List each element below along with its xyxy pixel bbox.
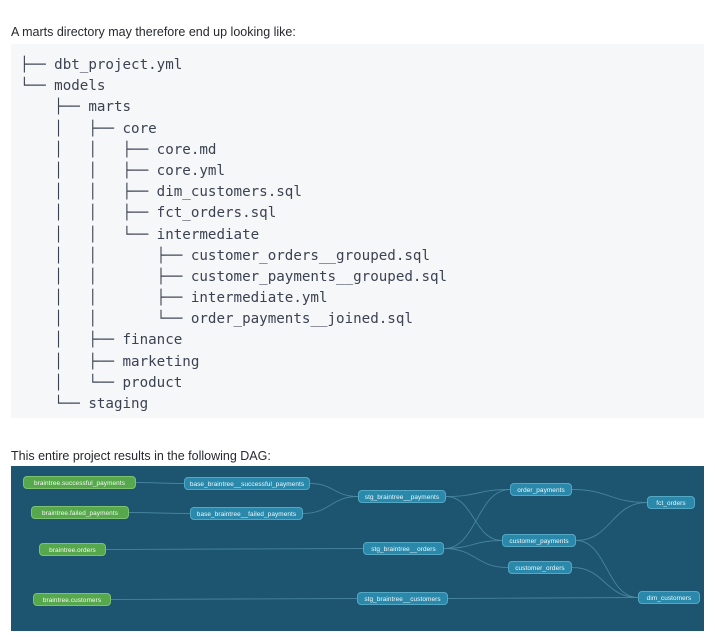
- tree-line: │ │ └── intermediate: [20, 226, 260, 243]
- dag-edge: [135, 482, 185, 484]
- tree-line: │ │ ├── core.yml: [20, 162, 225, 179]
- dag-edge: [447, 597, 639, 599]
- tree-line: │ │ └── order_payments__joined.sql: [20, 311, 413, 328]
- dag-node-stg-braintree--orders[interactable]: stg_braintree__orders: [363, 542, 444, 555]
- dag-node-customer-orders[interactable]: customer_orders: [508, 561, 572, 574]
- dag-edge: [575, 540, 639, 598]
- tree-line: ├── marts: [20, 99, 132, 116]
- tree-line: │ │ ├── customer_orders__grouped.sql: [20, 247, 430, 264]
- tree-line: │ ├── marketing: [20, 353, 200, 370]
- tree-line: └── models: [20, 78, 106, 95]
- dag-edge: [571, 567, 639, 598]
- dag-node-order-payments[interactable]: order_payments: [510, 483, 572, 496]
- intro-paragraph: A marts directory may therefore end up l…: [11, 24, 296, 39]
- directory-tree-code-block: ├── dbt_project.yml└── models ├── marts …: [11, 44, 704, 418]
- dag-node-dim-customers[interactable]: dim_customers: [638, 591, 700, 604]
- dag-edges-layer: [105, 482, 648, 600]
- dag-node-braintree-customers[interactable]: braintree.customers: [33, 593, 111, 606]
- tree-line: │ │ ├── intermediate.yml: [20, 290, 328, 307]
- dag-node-stg-braintree--payments[interactable]: stg_braintree__payments: [358, 490, 446, 503]
- dag-edge: [302, 496, 359, 514]
- dag-node-base-braintree--successful-payments[interactable]: base_braintree__successful_payments: [184, 477, 310, 490]
- dag-diagram: braintree.successful_payments braintree.f…: [11, 466, 704, 631]
- dag-node-fct-orders[interactable]: fct_orders: [647, 496, 695, 509]
- tree-line: │ ├── finance: [20, 332, 183, 349]
- directory-tree: ├── dbt_project.yml└── models ├── marts …: [20, 55, 704, 415]
- dag-edge: [443, 489, 511, 549]
- tree-line: └── staging: [20, 396, 149, 412]
- dag-edge: [309, 483, 359, 497]
- dag-node-base-braintree--failed-payments[interactable]: base_braintree__failed_payments: [190, 507, 303, 520]
- dag-node-stg-braintree--customers[interactable]: stg_braintree__customers: [357, 592, 448, 605]
- dag-paragraph: This entire project results in the follo…: [11, 448, 271, 463]
- dag-edge: [443, 540, 503, 549]
- tree-line: │ │ ├── dim_customers.sql: [20, 184, 302, 201]
- dag-edge: [128, 512, 191, 514]
- dag-node-customer-payments[interactable]: customer_payments: [502, 534, 576, 547]
- dag-edge: [443, 548, 509, 568]
- dag-edge: [575, 502, 648, 541]
- dag-edge: [571, 489, 648, 503]
- tree-line: │ │ ├── fct_orders.sql: [20, 205, 277, 222]
- dag-edge: [445, 489, 511, 497]
- dag-edge: [105, 548, 364, 550]
- tree-line: ├── dbt_project.yml: [20, 57, 183, 73]
- dag-edge: [110, 598, 358, 600]
- dag-node-braintree-successful-payments[interactable]: braintree.successful_payments: [23, 476, 136, 489]
- tree-line: │ │ ├── customer_payments__grouped.sql: [20, 268, 448, 285]
- dag-node-braintree-failed-payments[interactable]: braintree.failed_payments: [31, 506, 129, 519]
- tree-line: │ │ ├── core.md: [20, 141, 217, 158]
- dag-node-braintree-orders[interactable]: braintree.orders: [39, 543, 106, 556]
- tree-line: │ ├── core: [20, 120, 157, 137]
- dag-edge: [445, 496, 503, 541]
- tree-line: │ └── product: [20, 374, 183, 391]
